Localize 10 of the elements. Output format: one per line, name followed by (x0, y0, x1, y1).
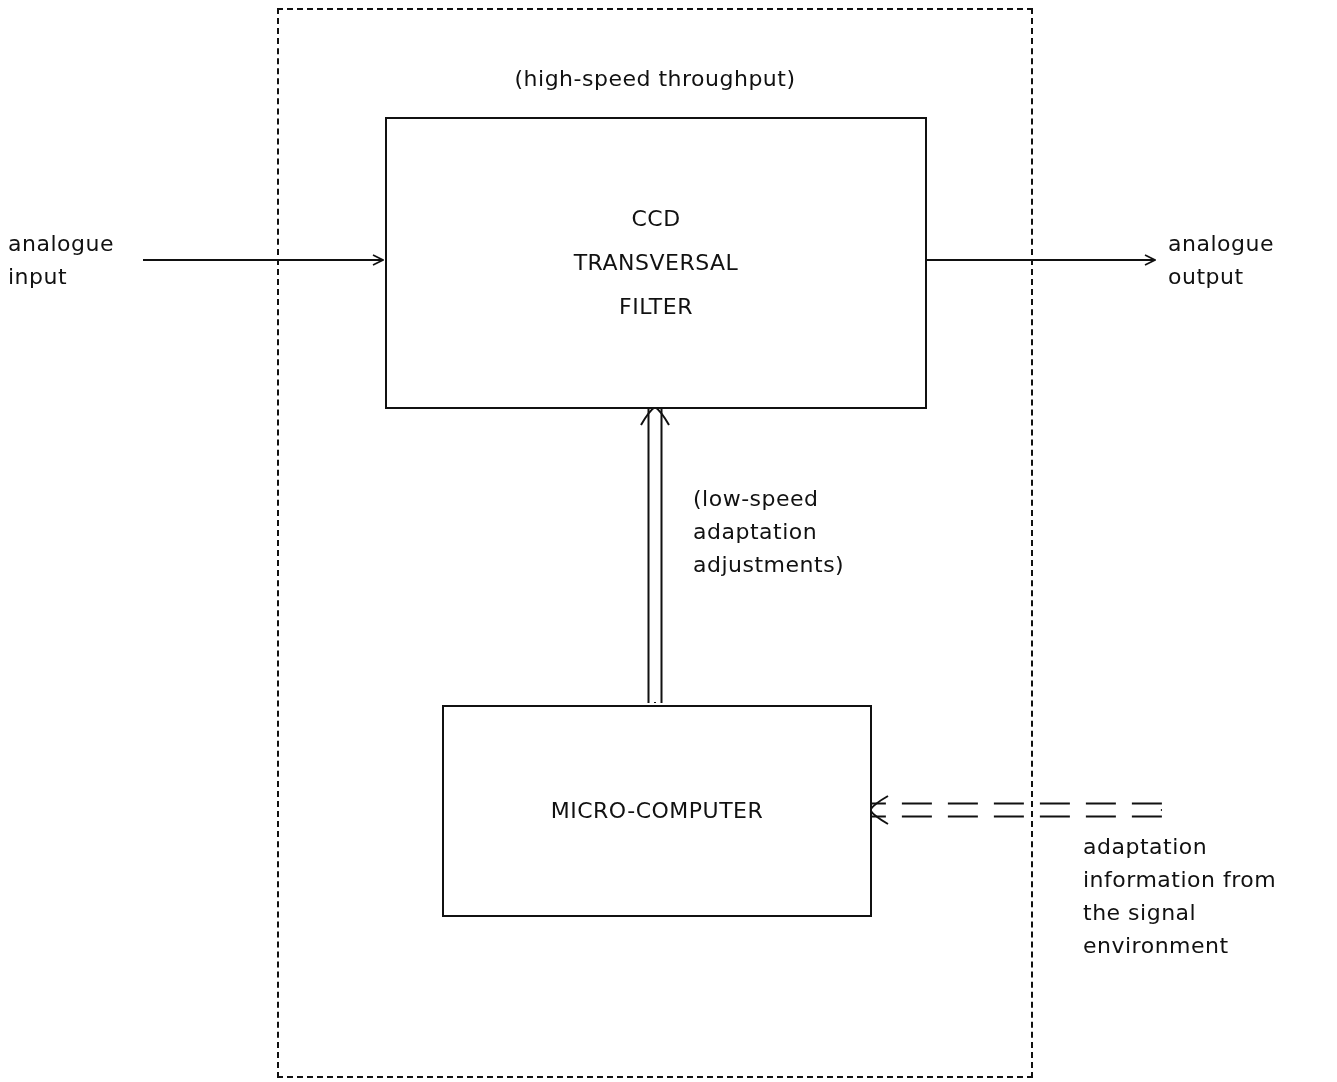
process-box (385, 117, 927, 409)
arrow (142, 254, 384, 266)
signal-label: adaptation information from the signal environment (1083, 833, 1278, 960)
signal-label: analogue input (8, 230, 115, 291)
dashed-boundary (277, 8, 1033, 1078)
group-heading: (high-speed throughput) (513, 65, 797, 93)
box-label: CCD TRANSVERSAL FILTER (572, 205, 740, 321)
signal-label: analogue output (1168, 230, 1275, 291)
box-label: MICRO-COMPUTER (550, 797, 764, 825)
process-box (442, 705, 872, 917)
